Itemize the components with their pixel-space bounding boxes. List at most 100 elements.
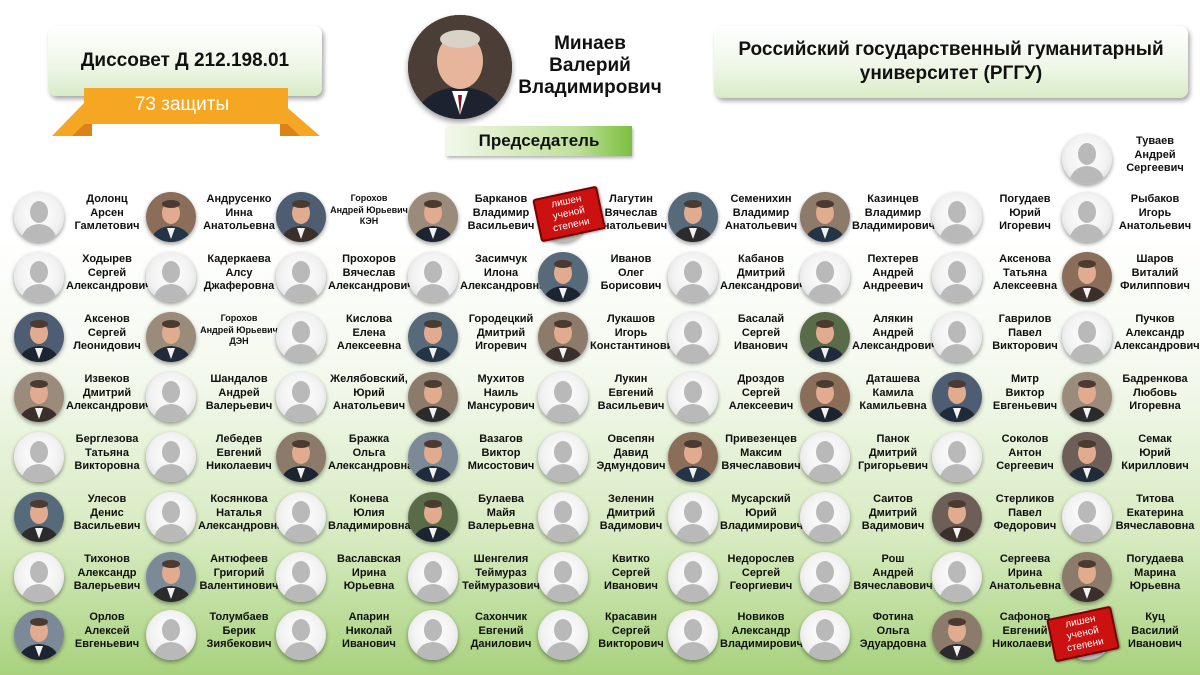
defenses-count: 73 защиты (134, 94, 230, 115)
member-name: Шандалов Андрей Валерьевич (205, 373, 273, 412)
member-name: Лебедев Евгений Николаевич (206, 433, 272, 472)
avatar-placeholder-icon (408, 610, 458, 660)
member-card: Овсепян Давид Эдмундович (538, 430, 670, 486)
member-photo (668, 432, 718, 482)
member-name: Погудаева Марина Юрьевна (1126, 553, 1184, 592)
avatar-placeholder-icon (146, 492, 196, 542)
avatar-placeholder-icon (276, 552, 326, 602)
member-name: Алякин Андрей Александрович (852, 313, 938, 352)
member-name: Бражка Ольга Александровна (328, 433, 414, 472)
avatar-placeholder-icon (1062, 134, 1112, 184)
avatar-placeholder-icon (538, 610, 588, 660)
member-name: Туваев Андрей Сергеевич (1126, 135, 1184, 174)
member-card: Погудаев Юрий Игоревич (932, 190, 1064, 246)
council-title: Диссовет Д 212.198.01 (48, 26, 322, 96)
avatar-placeholder-icon (538, 372, 588, 422)
member-card: Мусарский Юрий Владимирович (668, 490, 804, 546)
avatar-placeholder-icon (408, 552, 458, 602)
member-name: Дроздов Сергей Алексеевич (728, 373, 794, 412)
member-card: Прохоров Вячеслав Александрович (276, 250, 414, 306)
chairman-name: Минаев Валерий Владимирович (518, 33, 662, 98)
member-card: Кабанов Дмитрий Александрович (668, 250, 806, 306)
member-card: Апарин Николай Иванович (276, 608, 408, 664)
member-photo (1062, 552, 1112, 602)
member-name: Извеков Дмитрий Александрович (66, 373, 152, 412)
avatar-placeholder-icon (538, 492, 588, 542)
avatar-placeholder-icon (276, 312, 326, 362)
member-card: Антюфеев Григорий Валентинович (146, 550, 279, 606)
member-name: Рош Андрей Вячеславович (853, 553, 933, 592)
member-card: Туваев Андрей Сергеевич (1062, 132, 1194, 188)
member-card: Бражка Ольга Александровна (276, 430, 414, 486)
member-name: Улесов Денис Васильевич (73, 493, 141, 532)
avatar-placeholder-icon (276, 372, 326, 422)
avatar-placeholder-icon (276, 610, 326, 660)
member-photo (408, 312, 458, 362)
member-name: Аксенов Сергей Леонидович (73, 313, 141, 352)
member-name: Орлов Алексей Евгеньевич (74, 611, 140, 650)
member-card: Ваславская Ирина Юрьевна (276, 550, 408, 606)
member-photo (1062, 372, 1112, 422)
member-card: Бадренкова Любовь Игоревна (1062, 370, 1194, 426)
avatar-placeholder-icon (932, 552, 982, 602)
member-name: Квитко Сергей Иванович (604, 553, 658, 592)
member-name: Бадренкова Любовь Игоревна (1122, 373, 1188, 412)
member-card: Булаева Майя Валерьевна (408, 490, 540, 546)
member-card: Сафонов Евгений Николаевич (932, 608, 1064, 664)
member-name: Желябовский, Юрий Анатольевич (330, 373, 408, 412)
avatar-placeholder-icon (538, 552, 588, 602)
member-photo (408, 192, 458, 242)
member-name: Семенихин Владимир Анатольевич (724, 193, 798, 232)
member-name: Апарин Николай Иванович (342, 611, 396, 650)
avatar-placeholder-icon (276, 492, 326, 542)
avatar-placeholder-icon (932, 192, 982, 242)
member-name: Шаров Виталий Филиппович (1120, 253, 1190, 292)
member-name: Булаева Майя Валерьевна (467, 493, 535, 532)
member-card: Зеленин Дмитрий Вадимович (538, 490, 670, 546)
member-name: Казинцев Владимир Владимирович (852, 193, 936, 232)
member-name: Семак Юрий Кириллович (1121, 433, 1189, 472)
member-name: Ваславская Ирина Юрьевна (337, 553, 401, 592)
member-name: Фотина Ольга Эдуардовна (859, 611, 927, 650)
member-card: Мухитов Наиль Мансурович (408, 370, 540, 426)
member-card: Сахончик Евгений Данилович (408, 608, 540, 664)
avatar-placeholder-icon (800, 432, 850, 482)
member-card: Орлов Алексей Евгеньевич (14, 608, 146, 664)
member-photo (408, 432, 458, 482)
member-name: Берглезова Татьяна Викторовна (74, 433, 140, 472)
member-card: Иванов Олег Борисович (538, 250, 670, 306)
member-name: Кадеркаева Алсу Джаферовна (203, 253, 275, 292)
member-name: Саитов Дмитрий Вадимович (861, 493, 925, 532)
university-title: Российский государственный гуманитарный … (714, 26, 1188, 98)
member-card: Барканов Владимир Васильевич (408, 190, 540, 246)
chairman-photo (408, 15, 512, 119)
member-card: Улесов Денис Васильевич (14, 490, 146, 546)
member-card: Рыбаков Игорь Анатольевич (1062, 190, 1194, 246)
member-photo (14, 312, 64, 362)
member-name: Мусарский Юрий Владимирович (720, 493, 804, 532)
member-card: Семак Юрий Кириллович (1062, 430, 1194, 486)
avatar-placeholder-icon (146, 432, 196, 482)
member-photo (1062, 252, 1112, 302)
member-name: Косянкова Наталья Александровна (198, 493, 284, 532)
member-card: Недорослев Сергей Георгиевич (668, 550, 800, 606)
avatar-placeholder-icon (800, 252, 850, 302)
member-card: Шенгелия Теймураз Теймуразович (408, 550, 540, 606)
member-card: Стерликов Павел Федорович (932, 490, 1064, 546)
member-card: Соколов Антон Сергеевич (932, 430, 1064, 486)
member-name: Горохов Андрей Юрьевич ДЭН (200, 313, 278, 346)
member-name: Андрусенко Инна Анатольевна (203, 193, 275, 232)
member-photo (146, 192, 196, 242)
member-card: Красавин Сергей Викторович (538, 608, 670, 664)
member-name: Барканов Владимир Васильевич (467, 193, 535, 232)
member-name: Погудаев Юрий Игоревич (999, 193, 1051, 232)
member-card: Берглезова Татьяна Викторовна (14, 430, 146, 486)
member-card: Погудаева Марина Юрьевна (1062, 550, 1194, 606)
member-name: Вазагов Виктор Мисостович (467, 433, 535, 472)
avatar-placeholder-icon (668, 610, 718, 660)
member-name: Титова Екатерина Вячеславовна (1115, 493, 1195, 532)
member-name: Сафонов Евгений Николаевич (992, 611, 1058, 650)
member-photo (800, 372, 850, 422)
avatar-placeholder-icon (668, 252, 718, 302)
avatar-placeholder-icon (408, 252, 458, 302)
